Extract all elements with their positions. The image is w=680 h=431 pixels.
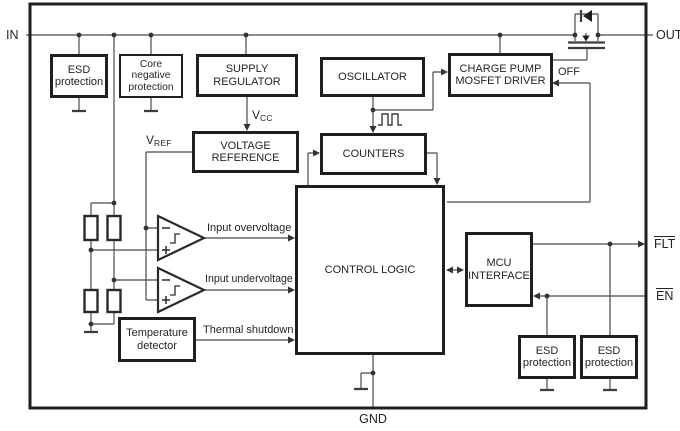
detector-outputs	[196, 237, 290, 341]
block-label: SUPPLY REGULATOR	[213, 63, 281, 88]
signal-off: OFF	[558, 66, 580, 78]
pin-en: EN	[656, 288, 674, 303]
block-label: CONTROL LOGIC	[324, 263, 416, 276]
signal-vref: VREF	[146, 133, 172, 148]
pin-flt-label: FLT	[654, 236, 676, 251]
block-temperature-detector: Temperature detector	[118, 317, 196, 362]
chip-outline	[28, 2, 648, 410]
block-mcu-interface: MCU INTERFACE	[465, 232, 533, 307]
vref-main: V	[146, 133, 155, 147]
block-control-logic: CONTROL LOGIC	[295, 185, 445, 355]
block-label: VOLTAGE REFERENCE	[211, 139, 280, 164]
block-supply-regulator: SUPPLY REGULATOR	[196, 54, 298, 97]
flt-en-wires	[533, 243, 646, 335]
off-wire	[447, 82, 591, 203]
block-label: Core negative protection	[128, 59, 174, 93]
pin-en-label: EN	[656, 288, 674, 303]
block-esd-protection-bottom-right: ESD protection	[580, 335, 638, 379]
gnd-wires	[360, 355, 374, 408]
overvoltage-comparator-icon	[156, 214, 207, 262]
block-label: ESD protection	[584, 344, 634, 369]
square-wave-icon	[378, 113, 402, 126]
block-voltage-reference: VOLTAGE REFERENCE	[192, 131, 299, 173]
counter-wires	[307, 152, 438, 185]
block-esd-protection-bottom-left: ESD protection	[518, 335, 576, 379]
signal-vcc: VCC	[252, 108, 273, 123]
esd-gnd-wires	[78, 98, 611, 389]
block-label: COUNTERS	[342, 147, 405, 160]
block-esd-protection-top: ESD protection	[50, 54, 108, 98]
pin-flt: FLT	[654, 236, 676, 251]
signal-input-overvoltage: Input overvoltage	[207, 222, 292, 234]
ground-bars	[72, 109, 617, 392]
osc-wires	[372, 71, 442, 128]
block-label: Temperature detector	[126, 327, 188, 352]
signal-input-undervoltage: Input undervoltage	[205, 273, 293, 285]
block-label: OSCILLATOR	[338, 70, 407, 83]
junction-dots	[76, 32, 613, 376]
resistor-icons	[83, 214, 122, 314]
divider-wires	[90, 35, 115, 331]
signal-thermal-shutdown: Thermal shutdown	[203, 324, 294, 336]
block-label: MCU INTERFACE	[468, 257, 530, 282]
vcc-sub: CC	[260, 113, 273, 123]
block-charge-pump-mosfet-driver: CHARGE PUMP MOSFET DRIVER	[448, 53, 553, 97]
pin-in: IN	[6, 28, 19, 42]
gate-lead	[552, 48, 588, 61]
mosfet-ticks	[568, 41, 605, 50]
arrowheads	[243, 68, 645, 344]
vcc-main: V	[252, 108, 261, 122]
tap-wires	[91, 249, 158, 281]
pin-gnd: GND	[359, 412, 387, 426]
block-label: ESD protection	[522, 344, 572, 369]
block-oscillator: OSCILLATOR	[320, 57, 425, 97]
pin-out: OUT	[656, 28, 680, 42]
rail-stubs	[78, 35, 501, 54]
block-label: CHARGE PUMP MOSFET DRIVER	[455, 62, 546, 87]
block-counters: COUNTERS	[320, 133, 427, 175]
block-label: ESD protection	[54, 63, 104, 88]
block-core-negative-protection: Core negative protection	[119, 54, 183, 98]
undervoltage-comparator-icon	[156, 266, 207, 314]
vref-sub: REF	[154, 138, 172, 148]
body-diode-icon	[582, 10, 592, 42]
